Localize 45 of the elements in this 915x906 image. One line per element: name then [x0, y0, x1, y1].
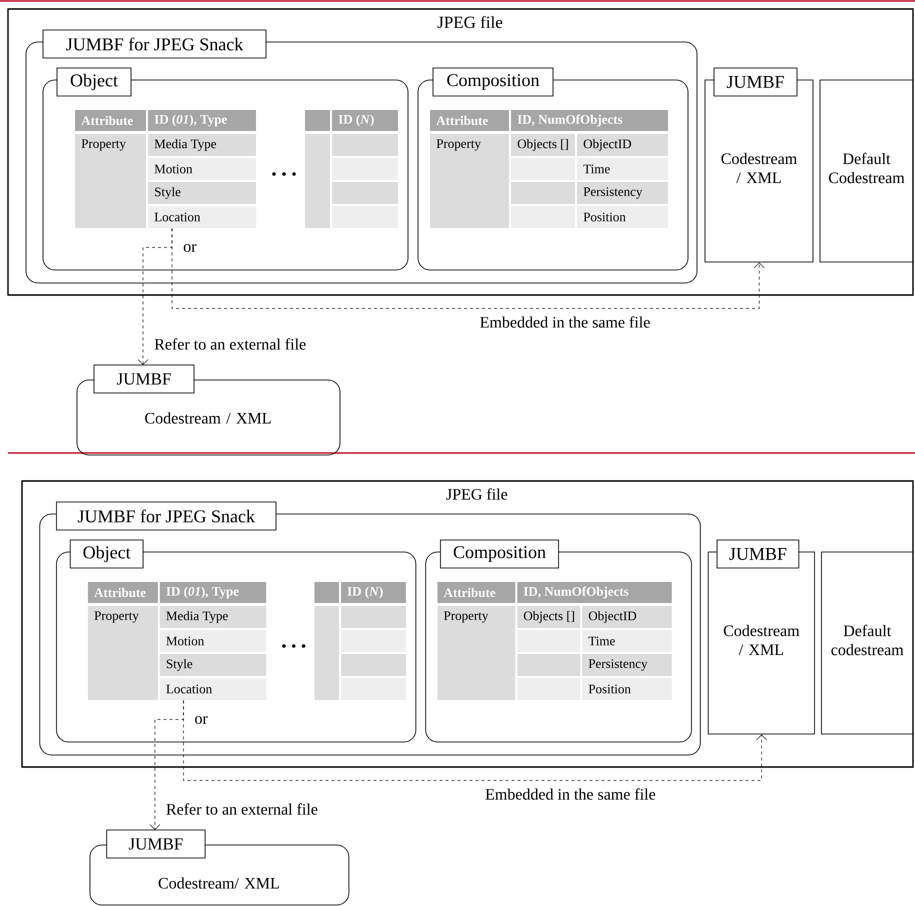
- table-cell: Style: [148, 182, 256, 204]
- table-cell: Objects []: [511, 134, 575, 156]
- table-header-cell: Attribute: [430, 110, 509, 131]
- table-header-cell: ID (01), Type: [148, 110, 256, 131]
- or-label: or: [184, 244, 196, 252]
- table-cell: ObjectID: [577, 134, 668, 156]
- table-cell: Location: [160, 678, 266, 700]
- container-box: JUMBF Codestream / XML: [704, 68, 814, 262]
- table-cell: ObjectID: [582, 606, 672, 628]
- table-cell: Position: [577, 206, 668, 228]
- connector-arrow: [150, 700, 184, 830]
- container-box: JUMBF Codestream / XML: [76, 364, 340, 456]
- table-header-cell: ID (N): [332, 110, 398, 131]
- codestream-box: Default codestream: [821, 552, 914, 734]
- codestream-box: Default Codestream: [820, 80, 914, 262]
- table-header-cell: Attribute: [437, 582, 516, 603]
- table-cell: Persistency: [577, 182, 668, 204]
- table-cell: Location: [148, 206, 256, 228]
- table-cell: Media Type: [160, 606, 266, 628]
- table-cell: Time: [582, 630, 672, 652]
- table-cell: Property: [75, 134, 146, 228]
- edge-label: Refer to an external file: [166, 803, 318, 815]
- container-box: JUMBF Codestream / XML: [708, 540, 815, 734]
- or-label: or: [195, 716, 208, 724]
- table-header-cell: ID (01), Type: [160, 582, 266, 603]
- table-header-cell: Attribute: [88, 582, 158, 603]
- table-cell: Persistency: [582, 654, 672, 676]
- table-header-cell: ID, NumOfObjects: [511, 110, 668, 131]
- table-cell: Style: [160, 654, 266, 676]
- table-cell: Motion: [148, 158, 256, 180]
- table-cell: Objects []: [517, 606, 580, 628]
- table-header-cell: ID, NumOfObjects: [517, 582, 672, 603]
- table-cell: Position: [582, 678, 672, 700]
- edge-label: Embedded in the same file: [486, 788, 656, 800]
- table-cell: Media Type: [148, 134, 256, 156]
- edge-label: Refer to an external file: [154, 338, 306, 350]
- table-cell: Time: [577, 158, 668, 180]
- table-header-cell: Attribute: [75, 110, 146, 131]
- table-cell: Property: [437, 606, 516, 700]
- edge-label: Embedded in the same file: [480, 316, 650, 328]
- table-cell: Motion: [160, 630, 266, 652]
- container-box: JUMBF Codestream/ XML: [90, 830, 350, 906]
- table-cell: Property: [430, 134, 509, 228]
- connector-arrow: [138, 228, 172, 365]
- table-cell: Property: [88, 606, 158, 700]
